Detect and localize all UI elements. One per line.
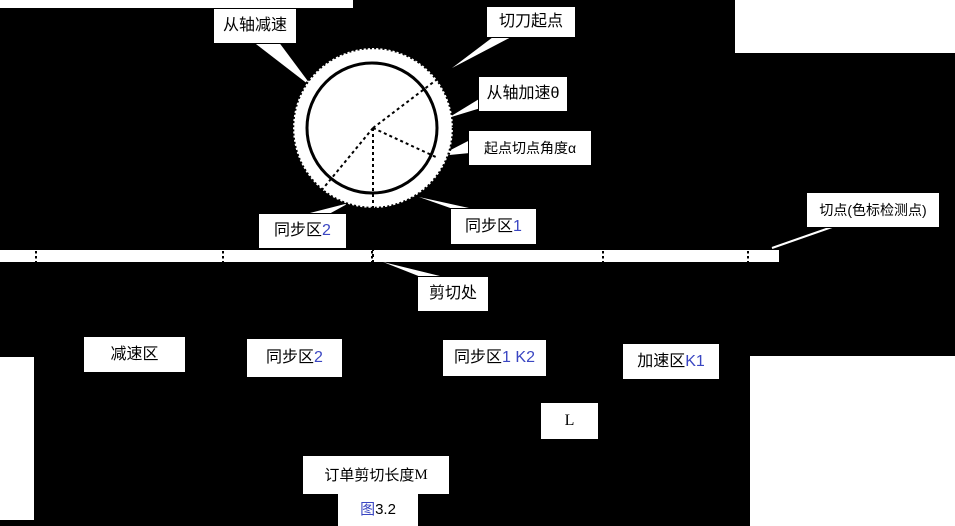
callout-shear-position-label: 剪切处 [428,285,477,302]
zone-label-sync2-text: 同步区 [266,349,315,366]
callout-sync-zone-2-number: 2 [322,222,331,239]
zone-label-sync1-k2-number: 1 K2 [502,349,535,366]
callout-sync-zone-1-label: 同步区 [465,217,514,235]
callout-cutter-start: 切刀起点 [486,6,576,38]
zone-label-accel-k1: 加速区 K1 [622,343,720,380]
callout-cut-point-label: 切点(色标检测点) [819,202,927,218]
dimension-l-text: L [564,412,575,429]
callout-slave-accel-label: 从轴加速θ [486,85,560,102]
zone-label-decel: 减速区 [83,336,186,373]
material-band [0,250,779,262]
page-background-patch-top-right [735,0,955,53]
callout-slave-decel: 从轴减速 [213,8,297,44]
radial-dotted-lines [320,67,453,263]
zone-label-sync2: 同步区 2 [246,338,343,378]
zone-label-accel-k1-number: K1 [685,352,705,370]
callout-sync-zone-2: 同步区 2 [258,213,347,249]
tail-slave-decel [252,41,313,88]
dimension-order-cut-length-m: M [414,466,428,483]
dimension-order-cut-length: 订单剪切长度 M [303,456,449,494]
tail-slave-accel [448,96,484,118]
dimension-l-label: L [541,403,598,439]
tail-cutter-start [452,34,517,68]
callout-sync-zone-1: 同步区 1 [450,208,537,245]
callout-slave-accel: 从轴加速θ [478,76,568,112]
callout-slave-decel-label: 从轴减速 [222,17,287,34]
callout-sync-zone-2-label: 同步区 [274,222,323,239]
radial-cutter-start-line [372,67,453,129]
callout-start-tangent-angle: 起点切点角度α [468,130,592,166]
zone-label-decel-text: 减速区 [110,345,159,363]
radial-sync-boundary-line [320,127,374,192]
page-background-patch-bottom-right [750,356,955,526]
zone-label-sync1-k2: 同步区 1 K2 [442,339,547,377]
callout-sync-zone-1-number: 1 [513,217,522,235]
tail-cut-point-leader [771,226,833,249]
page-background-patch-top-left [0,0,353,8]
dimension-order-cut-length-text: 订单剪切长度 [324,466,415,484]
callout-cut-point: 切点(色标检测点) [806,192,940,228]
figure-caption: 图 3.2 [338,493,418,526]
zone-label-sync2-number: 2 [314,349,323,366]
callout-cutter-start-label: 切刀起点 [498,13,563,30]
callout-start-tangent-angle-label: 起点切点角度α [483,140,577,156]
zone-label-accel-k1-text: 加速区 [637,352,686,370]
tail-sync-zone-1 [419,197,478,210]
tail-shear-position [383,262,444,277]
zone-label-sync1-k2-text: 同步区 [454,349,503,366]
figure-caption-number: 3.2 [375,501,396,518]
callout-shear-position: 剪切处 [417,276,489,312]
tail-sync-zone-2 [306,203,349,214]
figure-caption-prefix: 图 [360,501,376,518]
page-background-patch-bottom-left [0,357,34,520]
